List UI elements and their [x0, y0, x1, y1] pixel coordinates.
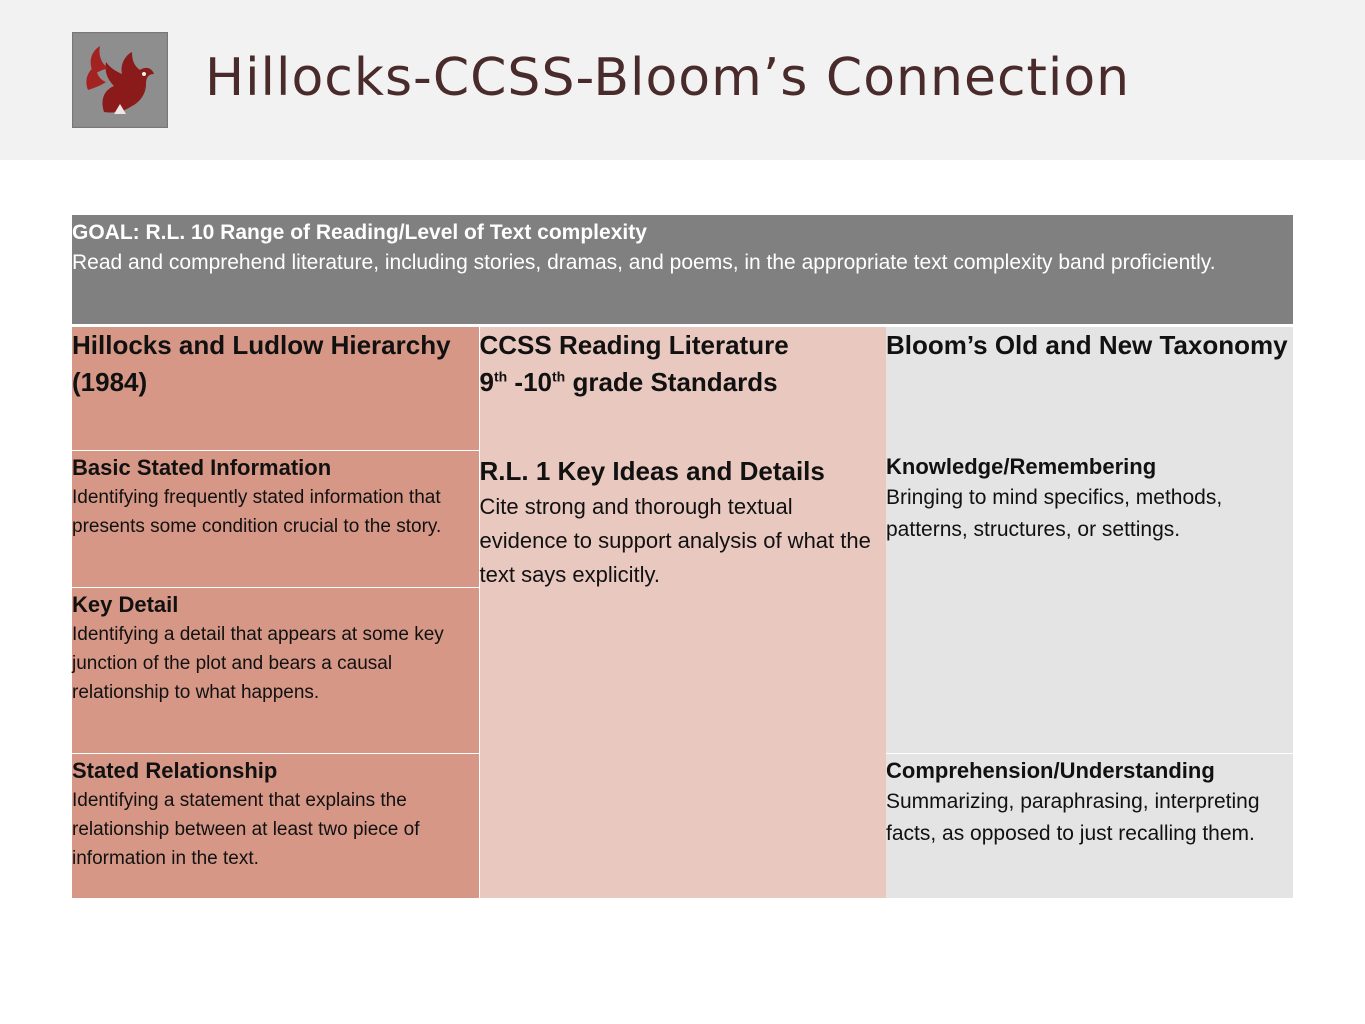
- table-row: Stated Relationship Identifying a statem…: [72, 752, 1294, 898]
- table-row: Basic Stated Information Identifying fre…: [72, 449, 1294, 898]
- hillocks-label: Key Detail: [72, 591, 179, 617]
- ccss-text: Cite strong and thorough textual evidenc…: [479, 494, 871, 587]
- hillocks-text: Identifying a statement that explains th…: [72, 789, 420, 869]
- column-header-hillocks-label: Hillocks and Ludlow Hierarchy (1984): [72, 329, 451, 397]
- ccss-cell: R.L. 1 Key Ideas and Details Cite strong…: [479, 450, 886, 898]
- column-header-blooms: Bloom’s Old and New Taxonomy: [886, 325, 1294, 450]
- hillocks-cell-basic: Basic Stated Information Identifying fre…: [72, 449, 480, 587]
- table-row: Key Detail Identifying a detail that app…: [72, 586, 1293, 753]
- column-header-blooms-label: Bloom’s Old and New Taxonomy: [886, 329, 1288, 360]
- page-title: Hillocks-CCSS-Bloom’s Connection: [205, 48, 1131, 108]
- hillocks-cell-key-detail: Key Detail Identifying a detail that app…: [72, 586, 480, 753]
- hillocks-text: Identifying frequently stated informatio…: [72, 486, 442, 537]
- bloom-label: Knowledge/Remembering: [886, 454, 1157, 479]
- hillocks-label: Basic Stated Information: [72, 454, 332, 480]
- hillocks-label: Stated Relationship: [72, 757, 278, 783]
- bloom-cell-knowledge: Knowledge/Remembering Bringing to mind s…: [886, 450, 1294, 753]
- ccss-label: R.L. 1 Key Ideas and Details: [479, 456, 825, 486]
- column-header-ccss-line2: 9th -10th grade Standards: [479, 366, 778, 397]
- bloom-label: Comprehension/Understanding: [886, 757, 1215, 783]
- bloom-text: Bringing to mind specifics, methods, pat…: [886, 486, 1223, 541]
- goal-title: GOAL: R.L. 10 Range of Reading/Level of …: [72, 221, 647, 244]
- column-header-hillocks: Hillocks and Ludlow Hierarchy (1984): [72, 325, 480, 450]
- connection-table: GOAL: R.L. 10 Range of Reading/Level of …: [72, 215, 1294, 898]
- column-header-ccss-line1: CCSS Reading Literature: [479, 329, 789, 360]
- column-header-row: Hillocks and Ludlow Hierarchy (1984) CCS…: [72, 325, 1294, 450]
- griffin-logo-icon: [72, 32, 168, 128]
- goal-row: GOAL: R.L. 10 Range of Reading/Level of …: [72, 215, 1294, 327]
- header-band: Hillocks-CCSS-Bloom’s Connection: [0, 0, 1365, 160]
- goal-cell: GOAL: R.L. 10 Range of Reading/Level of …: [72, 215, 1294, 327]
- bloom-text: Summarizing, paraphrasing, interpreting …: [886, 789, 1260, 845]
- hillocks-text: Identifying a detail that appears at som…: [72, 623, 444, 703]
- goal-text: Read and comprehend literature, includin…: [72, 251, 1216, 274]
- bloom-cell-comprehension: Comprehension/Understanding Summarizing,…: [886, 752, 1294, 898]
- column-header-ccss: CCSS Reading Literature 9th -10th grade …: [479, 325, 886, 450]
- hillocks-cell-stated-relationship: Stated Relationship Identifying a statem…: [72, 752, 480, 898]
